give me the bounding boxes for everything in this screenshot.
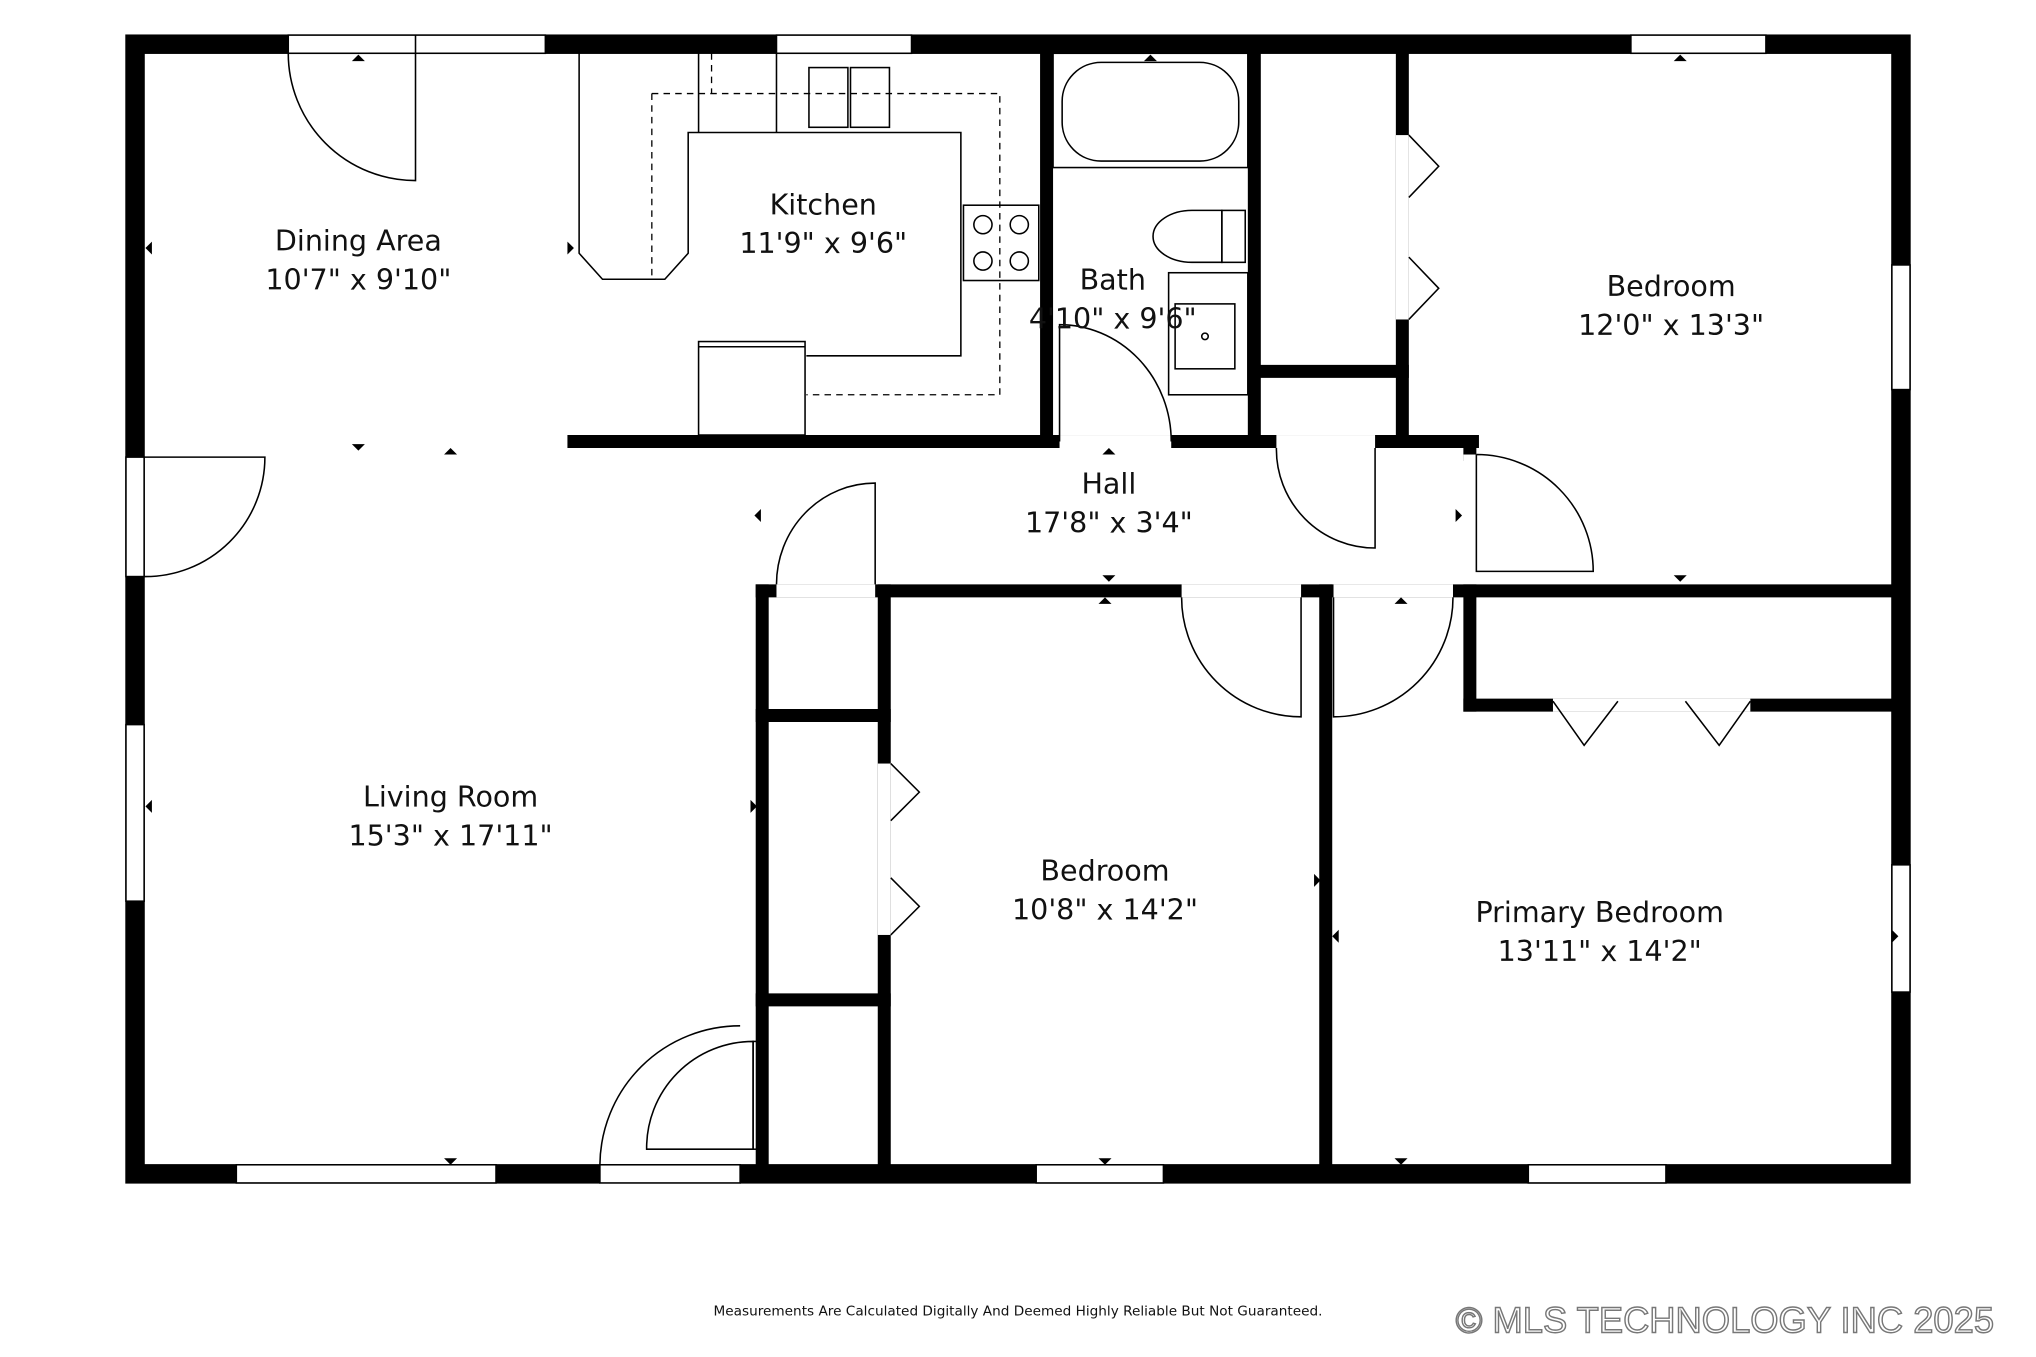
- room-name-bath: Bath: [1080, 263, 1146, 297]
- windows: [125, 34, 1911, 1184]
- openings: [599, 135, 1751, 1185]
- kitchen-fixtures: [578, 53, 1040, 436]
- room-size-primary: 13'11" x 14'2": [1498, 934, 1702, 968]
- disclaimer: Measurements Are Calculated Digitally An…: [714, 1303, 1323, 1319]
- room-name-primary: Primary Bedroom: [1475, 895, 1724, 929]
- room-size-bath: 4'10" x 9'6": [1029, 302, 1197, 336]
- room-name-hall: Hall: [1081, 466, 1136, 500]
- room-size-kitchen: 11'9" x 9'6": [739, 226, 907, 260]
- room-name-living: Living Room: [363, 779, 538, 813]
- exterior-wall: [125, 34, 1911, 1184]
- refrigerator-icon: [697, 340, 806, 436]
- toilet-icon: [1152, 209, 1223, 264]
- room-size-dining: 10'7" x 9'10": [265, 263, 451, 297]
- sink-icon: [1174, 303, 1236, 370]
- room-size-hall: 17'8" x 3'4": [1025, 505, 1193, 539]
- room-name-bedroom-s: Bedroom: [1040, 853, 1169, 887]
- room-name-dining: Dining Area: [275, 224, 442, 258]
- doors: [144, 53, 1751, 1165]
- room-name-kitchen: Kitchen: [770, 187, 877, 221]
- room-size-bedroom-s: 10'8" x 14'2": [1012, 892, 1198, 926]
- room-size-bedroom-ne: 12'0" x 13'3": [1578, 308, 1764, 342]
- copyright-watermark: © MLS TECHNOLOGY INC 2025: [1456, 1299, 1994, 1340]
- stove-icon: [962, 204, 1040, 282]
- room-name-bedroom-ne: Bedroom: [1607, 269, 1736, 303]
- bath-fixtures: [1052, 52, 1249, 396]
- bathtub-icon: [1061, 61, 1240, 162]
- room-size-living: 15'3" x 17'11": [348, 818, 552, 852]
- dimension-markers: [145, 54, 1899, 1165]
